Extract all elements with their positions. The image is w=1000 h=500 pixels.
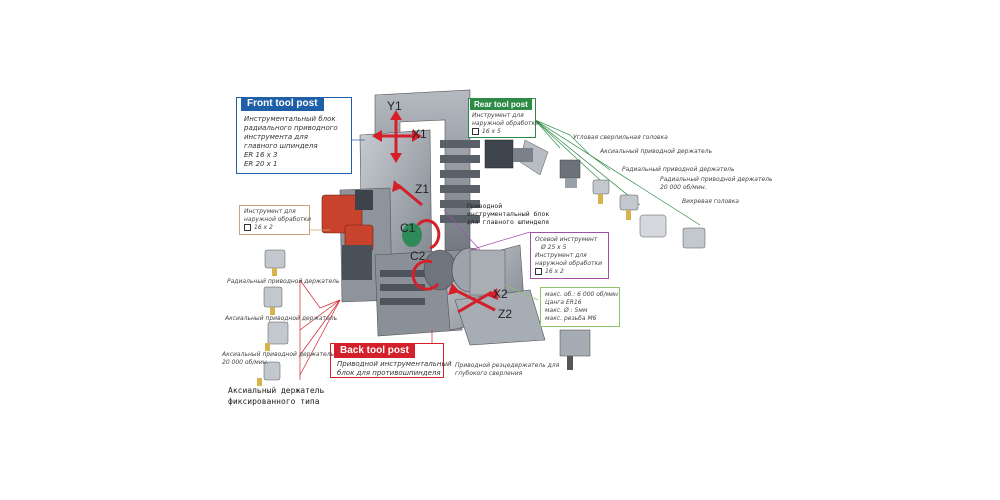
axial-tools-desc: Осевой инструмент Ø 25 x 5 Инструмент дл… bbox=[535, 236, 602, 276]
axis-c1: C1 bbox=[400, 221, 416, 235]
tool-pictograms-left bbox=[257, 249, 289, 386]
rear-tool-post-title: Rear tool post bbox=[470, 99, 532, 110]
front-line-3: инструмента для bbox=[244, 133, 308, 141]
axis-c2: C2 bbox=[410, 249, 426, 263]
radial-20k-line-2: 20 000 об/мин. bbox=[660, 184, 707, 191]
back-tool-post-callout: Back tool post Приводной инструментальны… bbox=[330, 343, 452, 378]
front-line-4: главного шпинделя bbox=[244, 142, 318, 150]
front-tool-post-desc: Инструментальный блок радиального привод… bbox=[244, 115, 338, 169]
axial-line-1: Осевой инструмент bbox=[535, 236, 598, 243]
spindle-specs-callout: макс. об.: 6 000 об/мин Цанга ER16 макс.… bbox=[540, 287, 620, 327]
axial-holder-20k-label: Аксиальный приводной держатель 20 000 об… bbox=[222, 351, 334, 367]
whirl-head-label: Вихревая головка bbox=[682, 198, 739, 205]
front-line-2: радиального приводного bbox=[244, 124, 338, 132]
fixed-axial-holder-label: Аксиальный держатель фиксированного типа bbox=[228, 385, 324, 407]
outer-left-line-2: наружной обработки bbox=[244, 216, 312, 223]
axial-holder-left-label: Аксиальный приводной держатель bbox=[225, 315, 338, 322]
axial-line-3: наружной обработки bbox=[535, 260, 603, 267]
rear-spec: 16 x 5 bbox=[482, 128, 501, 135]
front-line-6: ER 20 x 1 bbox=[244, 160, 278, 168]
outer-left-spec: 16 x 2 bbox=[254, 224, 273, 231]
spec-line-4: макс. резьба M6 bbox=[545, 315, 597, 322]
axial-20k-line-1: Аксиальный приводной держатель bbox=[222, 351, 335, 358]
spindle-specs-desc: макс. об.: 6 000 об/мин Цанга ER16 макс.… bbox=[545, 291, 618, 323]
spec-line-3: макс. Ø : 5мм bbox=[545, 307, 588, 314]
callout-lines bbox=[299, 119, 701, 380]
axial-holder-right-label: Аксиальный приводной держатель bbox=[600, 148, 713, 155]
rear-tool-post-desc: Инструмент для наружной обработки 16 x 5 bbox=[472, 112, 539, 136]
square-icon bbox=[535, 268, 542, 275]
front-line-1: Инструментальный блок bbox=[244, 115, 336, 123]
radial-20k-line-1: Радиальный приводной держатель bbox=[660, 176, 773, 183]
deep-line-1: Приводной резцедержатель для bbox=[455, 362, 560, 369]
back-tool-post-desc: Приводной инструментальный блок для прот… bbox=[337, 360, 452, 378]
radial-holder-20k-label: Радиальный приводной держатель 20 000 об… bbox=[660, 176, 773, 192]
driven-line-1: Приводной bbox=[467, 202, 503, 210]
tool-pictograms-right bbox=[484, 139, 706, 370]
spec-line-1: макс. об.: 6 000 об/мин bbox=[545, 291, 618, 298]
outer-tools-left-desc: Инструмент для наружной обработки 16 x 2 bbox=[244, 208, 311, 232]
axial-20k-line-2: 20 000 об/мин. bbox=[222, 359, 269, 366]
back-line-1: Приводной инструментальный bbox=[337, 360, 452, 368]
square-icon bbox=[244, 224, 251, 231]
outer-left-line-1: Инструмент для bbox=[244, 208, 296, 215]
axial-tools-callout: Осевой инструмент Ø 25 x 5 Инструмент дл… bbox=[530, 232, 609, 279]
axial-line-2: Инструмент для bbox=[535, 252, 587, 259]
motor-group bbox=[321, 190, 374, 280]
axis-x1: X1 bbox=[412, 127, 427, 141]
axial-spec-2: 16 x 2 bbox=[545, 268, 564, 275]
fixed-line-1: Аксиальный держатель bbox=[228, 386, 325, 395]
front-line-5: ER 16 x 3 bbox=[244, 151, 278, 159]
angle-drill-head-label: Угловая сверлильная головка bbox=[573, 134, 668, 141]
back-tool-post-title: Back tool post bbox=[334, 344, 415, 358]
axis-z1: Z1 bbox=[415, 182, 430, 196]
radial-holder-left-label: Радиальный приводной держатель bbox=[227, 278, 340, 285]
deep-drill-holder-label: Приводной резцедержатель для глубокого с… bbox=[455, 362, 559, 378]
square-icon bbox=[472, 128, 479, 135]
outer-tools-left-callout: Инструмент для наружной обработки 16 x 2 bbox=[239, 205, 311, 235]
driven-block-label: Приводной инструментальный блок для глав… bbox=[467, 202, 549, 226]
rear-line-2: наружной обработки bbox=[472, 120, 540, 127]
radial-holder-right-label: Радиальный приводной держатель bbox=[622, 166, 735, 173]
driven-line-3: для главного шпинделя bbox=[467, 218, 550, 226]
axis-y1: Y1 bbox=[387, 99, 402, 113]
front-tool-post-callout: Front tool post Инструментальный блок ра… bbox=[236, 97, 352, 174]
back-line-2: блок для противошпинделя bbox=[337, 369, 441, 377]
rear-tool-post-callout: Rear tool post Инструмент для наружной о… bbox=[468, 98, 539, 138]
fixed-line-2: фиксированного типа bbox=[228, 397, 320, 406]
rear-line-1: Инструмент для bbox=[472, 112, 524, 119]
axial-spec-1: Ø 25 x 5 bbox=[541, 244, 567, 251]
deep-line-2: глубокого сверления bbox=[455, 370, 523, 377]
spec-line-2: Цанга ER16 bbox=[545, 299, 582, 306]
driven-line-2: инструментальный блок bbox=[467, 210, 550, 218]
front-tool-post-title: Front tool post bbox=[241, 97, 324, 111]
axis-x2: X2 bbox=[493, 287, 508, 301]
axis-z2: Z2 bbox=[498, 307, 513, 321]
axis-arrows bbox=[372, 110, 498, 314]
